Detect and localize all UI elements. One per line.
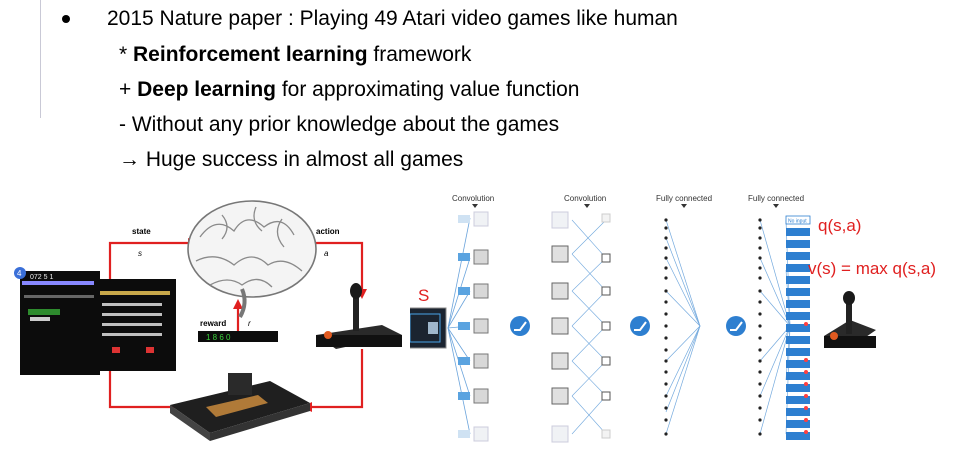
- conv1-feature-maps: [458, 211, 489, 442]
- action-label: action: [316, 227, 340, 236]
- brain-icon: [187, 200, 317, 318]
- layer-label-conv2: Convolution: [564, 194, 606, 203]
- game-screen-1: [20, 271, 100, 375]
- relu-icons: [510, 316, 746, 336]
- reward-symbol: r: [248, 319, 251, 328]
- bullet-dot: [62, 15, 70, 23]
- dqn-figure: Convolution Convolution Fully connected …: [410, 194, 876, 443]
- state-label: state: [132, 227, 151, 236]
- sub2-bold: Deep learning: [137, 78, 276, 101]
- sub1-bold: Reinforcement learning: [133, 43, 368, 66]
- reward-value: 1 8 6 0: [206, 333, 231, 342]
- action-outputs: No input: [785, 215, 811, 440]
- input-frame: [410, 307, 447, 349]
- sub1-prefix: *: [119, 43, 134, 66]
- connections-conv2: [571, 219, 607, 435]
- sub-bullet-success: → Huge success in almost all games: [119, 148, 464, 171]
- q-value-label: q(s,a): [818, 216, 862, 235]
- reward-display: [198, 331, 278, 342]
- sub2-rest: for approximating value function: [275, 78, 580, 101]
- sub1-rest: framework: [367, 43, 472, 66]
- output-joystick-icon: [824, 291, 876, 348]
- loop-arrows: [108, 241, 364, 409]
- rl-loop-figure: state s action a reward r 1 8 6 0 4 072 …: [14, 200, 402, 441]
- layer-label-fc2: Fully connected: [748, 194, 804, 203]
- action-symbol: a: [324, 249, 329, 258]
- bullet-1: 2015 Nature paper : Playing 49 Atari vid…: [107, 7, 678, 30]
- layer-label-fc1: Fully connected: [656, 194, 712, 203]
- badge-icon: [14, 267, 26, 279]
- slide-left-rule: [40, 0, 41, 118]
- state-s-label: S: [418, 286, 430, 305]
- no-input-label: No input: [788, 219, 807, 225]
- game-score: 072 5 1: [30, 274, 53, 281]
- fc2-units: [758, 218, 762, 436]
- badge-number: 4: [17, 269, 22, 278]
- layer-label-conv1: Convolution: [452, 194, 494, 203]
- sub2-prefix: +: [119, 78, 138, 101]
- game-screen-2: [94, 279, 176, 371]
- sub-bullet-prior: - Without any prior knowledge about the …: [119, 113, 560, 136]
- connections-fc2: [759, 219, 791, 435]
- state-symbol: s: [138, 249, 142, 258]
- conv2-feature-maps: [551, 211, 611, 443]
- connections-fc1: [665, 219, 701, 435]
- joystick-icon: [316, 283, 402, 349]
- v-value-label: v(s) = max q(s,a): [808, 259, 936, 278]
- reward-label: reward: [200, 319, 226, 328]
- sub-bullet-dl: + Deep learning for approximating value …: [119, 77, 580, 103]
- fc1-units: [664, 218, 668, 436]
- sub-bullet-rl: * Reinforcement learning framework: [119, 42, 471, 68]
- console-icon: [170, 373, 310, 441]
